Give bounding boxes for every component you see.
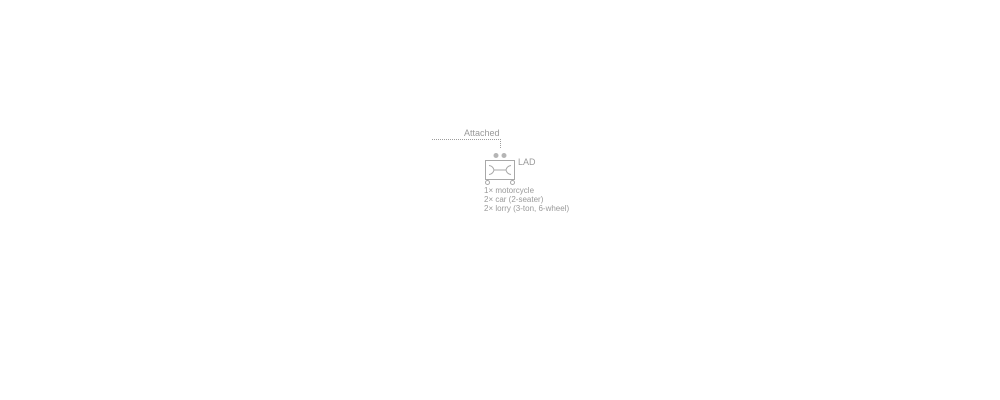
- equipment-item: 1× motorcycle: [484, 186, 535, 195]
- spanner-jaw-right: [505, 165, 512, 175]
- attachment-label: Attached: [464, 128, 500, 138]
- wheeled-repair-unit-icon: [485, 153, 515, 185]
- spanner-jaw-left: [488, 165, 495, 175]
- unit-name: LAD: [518, 157, 536, 167]
- attachment-connector: [500, 139, 501, 148]
- equipment-item: 2× car (2-seater): [484, 195, 544, 204]
- wheel-right: [510, 180, 515, 185]
- unit-frame: [485, 160, 515, 180]
- equipment-list: 1× motorcycle 2× car (2-seater) 2× lorry…: [484, 186, 569, 213]
- size-dot: [501, 153, 507, 158]
- attachment-line: [432, 139, 501, 140]
- wheel-left: [485, 180, 490, 185]
- equipment-item: 2× lorry (3-ton, 6-wheel): [484, 204, 570, 213]
- size-dot: [493, 153, 499, 158]
